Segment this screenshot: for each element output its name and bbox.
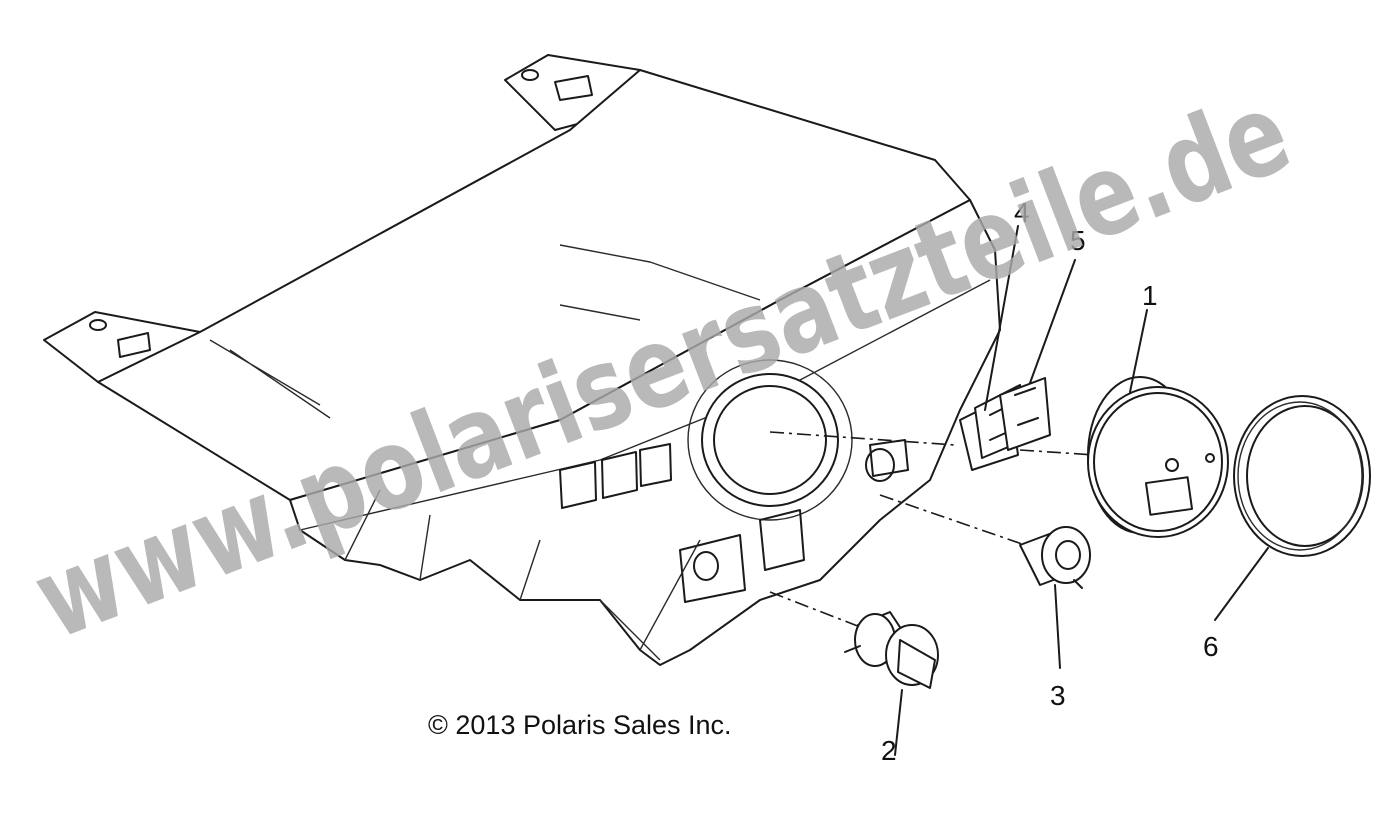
- callout-6: 6: [1203, 631, 1219, 662]
- speedometer-gauge: [1087, 376, 1229, 538]
- gauge-bezel-ring: [1233, 395, 1371, 557]
- callout-leaders: [894, 225, 1269, 756]
- callout-5: 5: [1070, 225, 1086, 256]
- rocker-switches: [959, 377, 1051, 471]
- copyright-notice: © 2013 Polaris Sales Inc.: [428, 710, 732, 740]
- dashboard-panel: [43, 54, 1001, 666]
- callout-3: 3: [1050, 680, 1066, 711]
- callout-2: 2: [881, 735, 897, 766]
- callout-4: 4: [1014, 197, 1030, 228]
- power-outlet: [1019, 526, 1091, 589]
- callout-1: 1: [1142, 280, 1158, 311]
- ignition-key-switch: [844, 611, 939, 689]
